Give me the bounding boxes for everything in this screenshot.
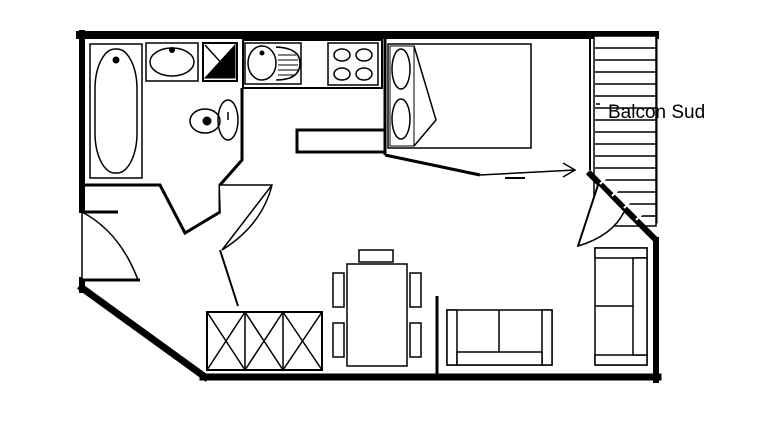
exterior-walls bbox=[76, 30, 662, 383]
balcony-door-wall bbox=[585, 169, 659, 243]
wardrobe bbox=[206, 311, 323, 371]
hall-partition bbox=[219, 249, 239, 307]
sleeping-alcove-wall bbox=[384, 153, 481, 177]
bed bbox=[387, 43, 532, 149]
bed-cover-fold bbox=[413, 45, 437, 147]
chair-left-2 bbox=[332, 322, 345, 358]
bathtub bbox=[89, 43, 143, 179]
breakfast-bar bbox=[295, 128, 387, 154]
balcony bbox=[576, 35, 659, 248]
diagonal-wall-southwest bbox=[77, 283, 210, 382]
balcony-label: Balcon Sud bbox=[608, 102, 705, 123]
chair-left-1 bbox=[332, 272, 345, 308]
kitchen bbox=[242, 39, 383, 89]
bathroom-cabinet bbox=[202, 42, 238, 82]
balcony-slats bbox=[595, 47, 656, 217]
kitchen-sink bbox=[244, 42, 302, 85]
dining-table bbox=[346, 263, 408, 367]
toilet-bowl bbox=[189, 108, 221, 134]
dining-set bbox=[332, 249, 422, 367]
bed-area bbox=[383, 38, 577, 179]
sofa bbox=[446, 309, 553, 366]
chair-right-1 bbox=[409, 272, 422, 308]
cooktop bbox=[327, 42, 379, 86]
sliding-door-line bbox=[479, 169, 576, 176]
toilet-tank bbox=[217, 99, 239, 141]
entry bbox=[81, 210, 239, 307]
chair-top bbox=[358, 249, 394, 263]
pillow-left bbox=[391, 48, 411, 90]
chair-right-2 bbox=[409, 322, 422, 358]
sofa-bed bbox=[594, 247, 648, 366]
kitchen-counter bbox=[242, 39, 383, 89]
entry-door-swing bbox=[81, 211, 140, 281]
bathroom-sink bbox=[145, 42, 199, 82]
bathtub-drain bbox=[112, 56, 120, 64]
pillow-right bbox=[391, 98, 411, 140]
sliding-door-arrow bbox=[562, 162, 577, 178]
bathroom-partition bbox=[84, 88, 244, 236]
